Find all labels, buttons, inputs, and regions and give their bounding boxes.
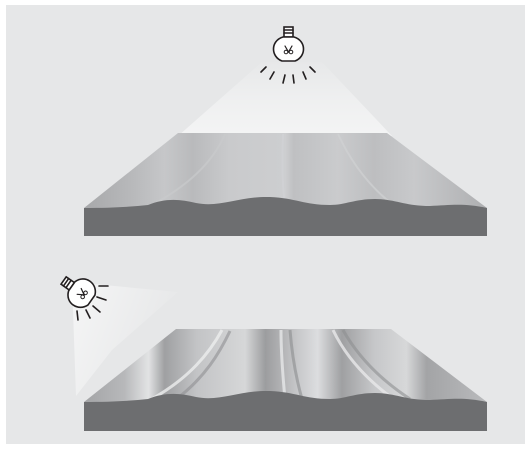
- diagram-canvas: [0, 0, 531, 450]
- figure: [0, 0, 531, 450]
